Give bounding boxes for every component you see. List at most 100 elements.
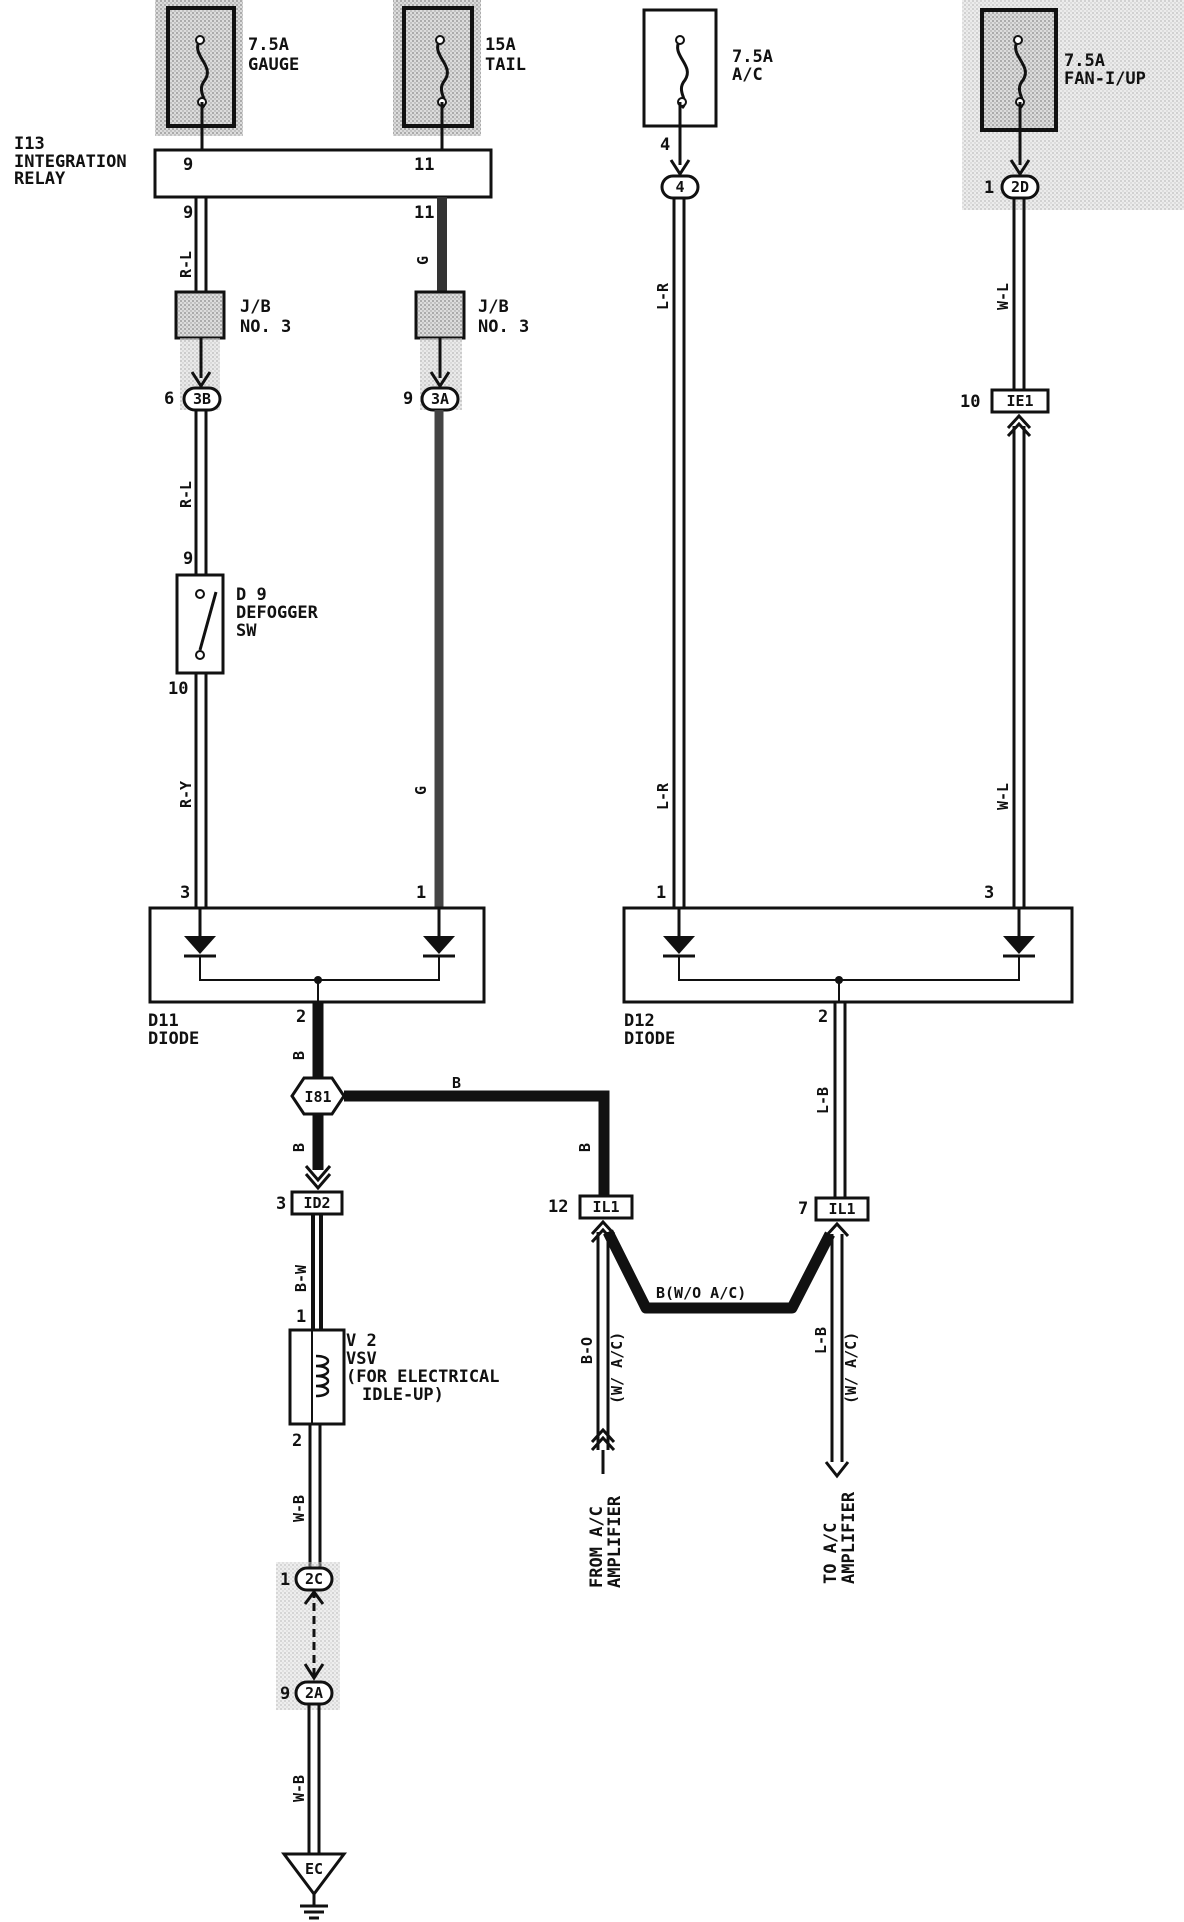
vsv-line3: IDLE-UP) [362, 1385, 444, 1405]
pin-d11-out: 2 [296, 1007, 306, 1027]
wire-label-lb: L-B [814, 1087, 832, 1114]
arrow-up-icon [590, 1219, 616, 1244]
from-amplifier-line2: AMPLIFIER [605, 1495, 625, 1588]
wire-label-bw: B-W [292, 1264, 310, 1292]
connector-2a-label: 2A [305, 1684, 323, 1702]
connector-il1-right-label: IL1 [828, 1200, 855, 1218]
diode-d11: D11 DIODE 2 [148, 906, 486, 1049]
relay-pin-left: 9 [183, 155, 193, 175]
from-amplifier-line1: FROM A/C [587, 1506, 607, 1588]
fuse-gauge: 7.5A GAUGE [155, 0, 299, 136]
wire-rl-mid: R-L 9 [177, 410, 208, 575]
connector-ie1 [990, 388, 1050, 414]
arrow-down-icon [1009, 159, 1031, 177]
connector-2a [294, 1680, 334, 1706]
connector-3b-label: 3B [193, 390, 211, 408]
fuse-fan-rating: 7.5A [1064, 51, 1105, 71]
connector-il1-left-label: IL1 [592, 1198, 619, 1216]
wire-label-wb2: W-B [290, 1775, 308, 1802]
pin-relay-out-right: 11 [414, 203, 434, 223]
fuse-gauge-name: GAUGE [248, 55, 299, 75]
diode-icon [1003, 936, 1035, 954]
d12-name: DIODE [624, 1029, 675, 1049]
arrow-down-icon [303, 1663, 325, 1681]
fuse-ac: 7.5A A/C [642, 8, 773, 128]
fuse-tail: 15A TAIL [393, 0, 526, 136]
wire-label-wb1: W-B [290, 1495, 308, 1522]
relay-pin-right: 11 [414, 155, 434, 175]
splice-i81: I81 [290, 1076, 346, 1116]
pin-d11-left: 3 [180, 883, 190, 903]
wire-g: 11 G [414, 197, 447, 292]
connector-il1-left: IL1 12 [548, 1194, 634, 1220]
wire-bo: B-O (W/ A/C) FROM A/C AMPLIFIER [578, 1219, 626, 1588]
fuse-gauge-rating: 7.5A [248, 35, 289, 55]
connector-id2: ID2 3 [276, 1190, 344, 1216]
pin-relay-out-left: 9 [183, 203, 193, 223]
pin-d12-out: 2 [818, 1007, 828, 1027]
wire-rl: 9 R-L [177, 197, 208, 292]
ground-ec-label: EC [305, 1860, 323, 1878]
pin-2a: 9 [280, 1684, 290, 1704]
to-amplifier-line1: TO A/C [821, 1523, 841, 1584]
wire-label-b-down: B [290, 1143, 308, 1152]
arrow-down-icon [190, 371, 212, 389]
pin-d11-right: 1 [416, 883, 426, 903]
relay-name-2: RELAY [14, 169, 66, 189]
jb-left-line1: J/B [240, 297, 271, 317]
arrow-up-icon [824, 1221, 850, 1238]
d11-name: DIODE [148, 1029, 199, 1049]
wire-label-b-d11: B [290, 1051, 308, 1060]
splice-i81-label: I81 [304, 1088, 331, 1106]
wire-ry: R-Y 3 [177, 673, 208, 908]
pin-d12-left: 1 [656, 883, 666, 903]
wire-label-lr-bot: L-R [654, 782, 672, 810]
pin-il1-left: 12 [548, 1197, 568, 1217]
jb-left-line2: NO. 3 [240, 317, 291, 337]
wire-label-b-woac: B(W/O A/C) [656, 1284, 746, 1302]
connector-ie1-label: IE1 [1006, 392, 1033, 410]
arrow-up-icon [303, 1589, 325, 1605]
wire-wb2: W-B [290, 1704, 321, 1854]
pin-jb3a: 9 [403, 389, 413, 409]
wire-label-lb2: L-B [812, 1327, 830, 1354]
connector-3a-label: 3A [431, 390, 449, 408]
wire-bw: B-W 1 [292, 1214, 323, 1330]
wire-label-bo: B-O [578, 1337, 596, 1364]
connector-id2-label: ID2 [303, 1194, 330, 1212]
wire-label-lb2-cond: (W/ A/C) [842, 1332, 860, 1404]
integration-relay: I13 INTEGRATION RELAY 9 11 [14, 134, 493, 199]
vsv-line1: VSV [346, 1349, 377, 1369]
pin-il1-right: 7 [798, 1199, 808, 1219]
wire-label-wl-top: W-L [994, 283, 1012, 310]
wire-label-rl-mid: R-L [177, 481, 195, 508]
wire-label-b-right: B [576, 1143, 594, 1152]
pin-vsv-in: 1 [296, 1307, 306, 1327]
wire-b-down: B [290, 1114, 332, 1191]
vsv-id: V 2 [346, 1331, 377, 1351]
diode-icon [663, 936, 695, 954]
pin-defog-in: 9 [183, 549, 193, 569]
arrow-down-icon [304, 1165, 332, 1191]
wire-b-right: B B [344, 1074, 610, 1196]
jb-right-line2: NO. 3 [478, 317, 529, 337]
coil-icon [315, 1354, 330, 1398]
switch-contact-icon [198, 591, 218, 651]
wire-lr: 4 4 L-R L-R 1 [654, 102, 700, 908]
connector-2c-2a: 2C 1 2A 9 [276, 1562, 340, 1710]
jb-right-line1: J/B [478, 297, 509, 317]
diode-icon [184, 936, 216, 954]
pin-vsv-out: 2 [292, 1431, 302, 1451]
to-amplifier-line2: AMPLIFIER [839, 1491, 859, 1584]
pin-jb3b: 6 [164, 389, 174, 409]
pin-fan: 1 [984, 178, 994, 198]
wire-g-mid: G 1 [412, 410, 444, 908]
fuse-ac-name: A/C [732, 65, 763, 85]
wire-label-ry: R-Y [177, 781, 195, 808]
defogger-id: D 9 [236, 585, 267, 605]
fuse-tail-name: TAIL [485, 55, 526, 75]
arrow-down-icon [429, 371, 451, 389]
diode-d12: D12 DIODE 2 [622, 906, 1074, 1049]
pin-id2: 3 [276, 1194, 286, 1214]
d12-id: D12 [624, 1011, 655, 1031]
